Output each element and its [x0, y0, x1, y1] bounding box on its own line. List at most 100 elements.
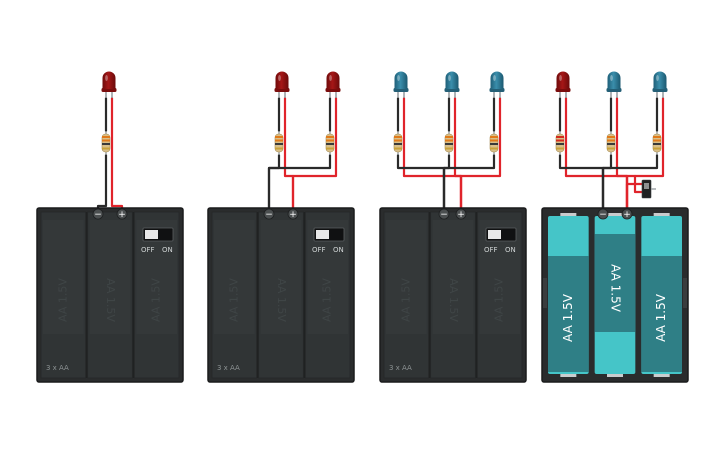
slide-switch[interactable]: [641, 179, 656, 199]
resistor-band: [394, 136, 402, 138]
terminal-positive-pad[interactable]: [287, 208, 299, 220]
resistor[interactable]: [274, 131, 284, 155]
terminal-negative-pad[interactable]: [597, 208, 609, 220]
wire-positive[interactable]: [291, 96, 338, 211]
terminal-negative-pad[interactable]: [92, 208, 104, 220]
terminal-negative[interactable]: −: [263, 208, 275, 220]
led-red[interactable]: [101, 71, 117, 99]
power-switch-knob[interactable]: [145, 230, 158, 239]
resistor[interactable]: [393, 131, 403, 155]
terminal-positive[interactable]: +: [455, 208, 467, 220]
plus-symbol: +: [457, 210, 465, 220]
led-blue[interactable]: [393, 71, 409, 99]
holder-label: 3 x AA: [389, 364, 412, 372]
wire-switch-out[interactable]: [633, 174, 644, 194]
wire-positive[interactable]: [615, 96, 629, 211]
led-dome: [394, 71, 408, 89]
led-highlight: [329, 75, 332, 81]
battery-wrap: [641, 256, 682, 372]
led-blue[interactable]: [489, 71, 505, 99]
terminal-negative-pad[interactable]: [263, 208, 275, 220]
cell-label: AA 1.5V: [321, 278, 334, 322]
resistor-band: [490, 143, 498, 145]
switch-on-label: ON: [162, 246, 173, 254]
terminal-positive-pad[interactable]: [116, 208, 128, 220]
terminal-positive-pad[interactable]: [455, 208, 467, 220]
resistor[interactable]: [444, 131, 454, 155]
battery-terminal: [607, 213, 623, 218]
terminal-negative[interactable]: −: [597, 208, 609, 220]
plus-symbol: +: [623, 210, 631, 220]
wire-positive[interactable]: [110, 96, 124, 211]
led-blue[interactable]: [444, 71, 460, 99]
wire-negative[interactable]: [267, 153, 332, 211]
resistor-band: [102, 147, 110, 150]
holder-clip: [683, 278, 687, 308]
resistor[interactable]: [652, 131, 662, 155]
slide-switch-knob[interactable]: [644, 183, 649, 189]
resistor[interactable]: [489, 131, 499, 155]
cell-label: AA 1.5V: [561, 293, 575, 342]
battery-wrap: [548, 256, 589, 372]
circuit-2-wires[interactable]: [267, 96, 338, 211]
wire-negative[interactable]: [601, 153, 659, 211]
terminal-positive[interactable]: +: [621, 208, 633, 220]
terminal-positive[interactable]: +: [116, 208, 128, 220]
power-switch-knob[interactable]: [488, 230, 501, 239]
minus-symbol: −: [94, 210, 102, 220]
resistor-band: [326, 136, 334, 138]
terminal-negative-pad[interactable]: [438, 208, 450, 220]
circuit-4-wires[interactable]: [558, 96, 665, 211]
terminal-negative[interactable]: −: [438, 208, 450, 220]
terminal-positive[interactable]: +: [287, 208, 299, 220]
resistor[interactable]: [606, 131, 616, 155]
resistor-band: [556, 139, 564, 142]
holder-clip: [543, 278, 547, 308]
wire-positive[interactable]: [402, 96, 463, 211]
aa-battery: AA 1.5V: [641, 213, 682, 377]
terminal-negative[interactable]: −: [92, 208, 104, 220]
cell-label: AA 1.5V: [150, 278, 163, 322]
led-red[interactable]: [274, 71, 290, 99]
resistor[interactable]: [101, 131, 111, 155]
battery-terminal: [653, 372, 670, 377]
resistor-band: [607, 136, 615, 138]
resistor-band: [102, 143, 110, 145]
wire-negative[interactable]: [96, 153, 108, 211]
wire-negative[interactable]: [442, 153, 496, 211]
resistor-band: [445, 139, 453, 142]
wire-switch-in[interactable]: [625, 182, 644, 211]
wire-positive[interactable]: [283, 96, 295, 211]
resistor[interactable]: [325, 131, 335, 155]
circuit-3-wires[interactable]: [396, 96, 502, 211]
wire-negative[interactable]: [267, 153, 281, 211]
led-red[interactable]: [325, 71, 341, 99]
led-blue[interactable]: [652, 71, 668, 99]
battery-terminal: [560, 213, 577, 218]
led-red[interactable]: [555, 71, 571, 99]
led-blue[interactable]: [606, 71, 622, 99]
wire-negative[interactable]: [601, 153, 613, 211]
resistor-band: [326, 139, 334, 142]
cell-label: AA 1.5V: [493, 278, 506, 322]
circuit-1-wires[interactable]: [96, 96, 124, 211]
aa-battery: AA 1.5V: [594, 213, 636, 377]
slot-shade: [43, 220, 84, 334]
led-dome: [607, 71, 621, 89]
terminal-positive-pad[interactable]: [621, 208, 633, 220]
led-highlight: [278, 75, 281, 81]
wire-positive[interactable]: [459, 96, 502, 211]
resistor-band: [275, 147, 283, 150]
resistor[interactable]: [555, 131, 565, 155]
resistor-band: [326, 143, 334, 145]
power-switch-knob[interactable]: [316, 230, 329, 239]
